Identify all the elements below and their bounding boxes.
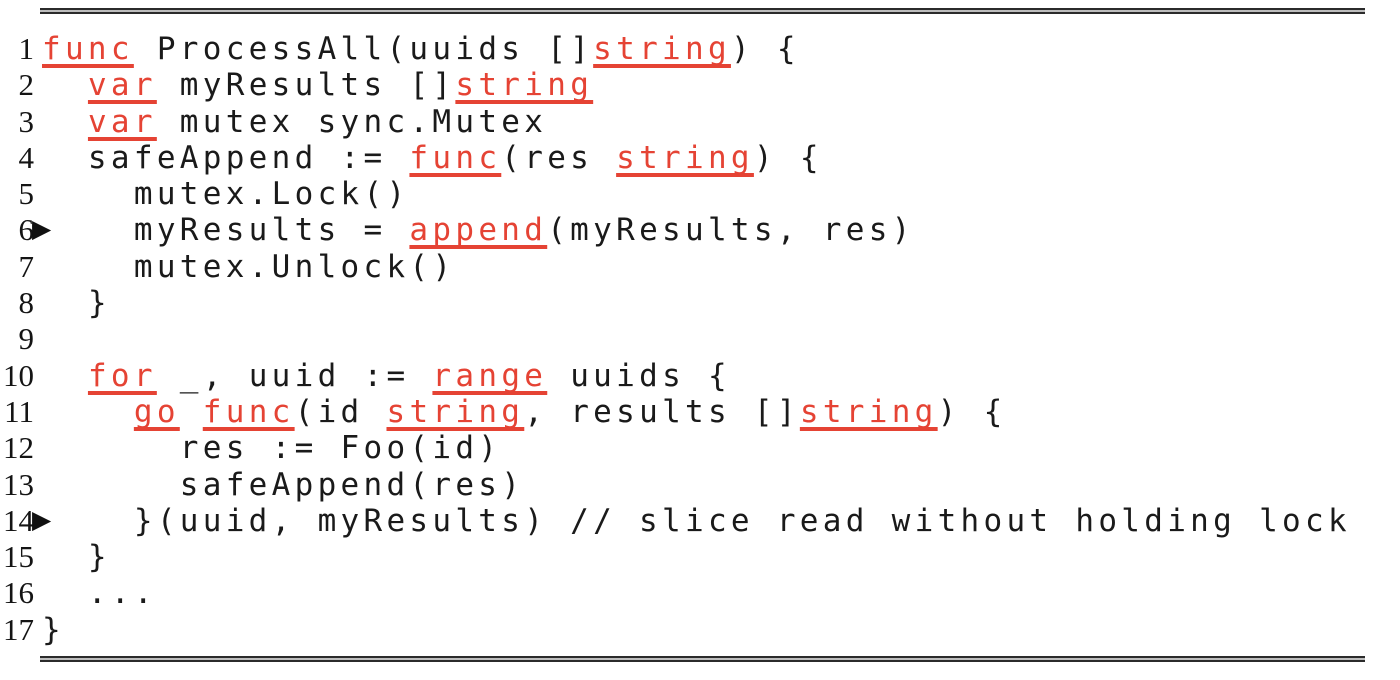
- code-text: res := Foo(id): [0, 430, 1400, 466]
- keyword-token: func: [409, 139, 502, 176]
- line-number: 2: [18, 67, 35, 103]
- code-token: [42, 67, 88, 103]
- code-text: ...: [0, 575, 1400, 611]
- keyword-token: string: [616, 139, 754, 176]
- code-line: 13 safeAppend(res): [0, 467, 1400, 503]
- code-line: 11 go func(id string, results []string) …: [0, 394, 1400, 430]
- keyword-token: var: [87, 67, 157, 104]
- code-token: myResults []: [156, 67, 456, 104]
- code-line: 14▶ }(uuid, myResults) // slice read wit…: [0, 503, 1400, 539]
- line-number: 12: [3, 430, 34, 466]
- code-token: [180, 394, 203, 430]
- code-token: [42, 394, 134, 430]
- code-token: ProcessAll(uuids []: [133, 31, 594, 67]
- line-number: 6: [18, 212, 35, 248]
- keyword-token: string: [455, 67, 594, 104]
- line-number: 11: [4, 393, 34, 429]
- code-token: myResults =: [42, 212, 410, 249]
- code-text: }: [0, 612, 1400, 648]
- line-number: 5: [18, 176, 35, 212]
- code-token: _, uuid :=: [156, 357, 433, 394]
- code-line: 16 ...: [0, 575, 1400, 611]
- code-text: safeAppend := func(res string) {: [0, 140, 1400, 176]
- line-number: 3: [18, 103, 35, 139]
- code-text: mutex.Lock(): [0, 176, 1400, 212]
- code-line: 12 res := Foo(id): [0, 430, 1400, 466]
- code-token: }(uuid, myResults) // slice read without…: [42, 502, 1351, 539]
- keyword-token: func: [202, 393, 295, 430]
- keyword-token: string: [593, 31, 731, 67]
- code-text: }(uuid, myResults) // slice read without…: [0, 503, 1400, 539]
- race-line-marker-icon: ▶: [32, 214, 52, 244]
- code-line: 3 var mutex sync.Mutex: [0, 104, 1400, 140]
- keyword-token: string: [799, 393, 938, 430]
- line-number: 7: [18, 248, 35, 284]
- code-token: [42, 104, 88, 140]
- code-line: 2 var myResults []string: [0, 67, 1400, 103]
- top-rule: [40, 8, 1365, 14]
- code-text: for _, uuid := range uuids {: [0, 358, 1400, 394]
- code-text: func ProcessAll(uuids []string) {: [0, 31, 1400, 67]
- code-token: ) {: [730, 31, 800, 67]
- code-line: 7 mutex.Unlock(): [0, 249, 1400, 285]
- code-token: uuids {: [547, 357, 731, 394]
- code-text: var mutex sync.Mutex: [0, 104, 1400, 140]
- code-text: mutex.Unlock(): [0, 249, 1400, 285]
- code-line: 8 }: [0, 285, 1400, 321]
- code-line: 15 }: [0, 539, 1400, 575]
- code-token: res := Foo(id): [42, 430, 502, 467]
- code-token: mutex.Lock(): [42, 176, 410, 213]
- code-line: 17}: [0, 612, 1400, 648]
- line-number: 16: [3, 575, 34, 611]
- code-token: ...: [42, 575, 157, 612]
- code-line: 9: [0, 321, 1400, 357]
- code-token: (id: [294, 393, 387, 430]
- keyword-token: for: [87, 357, 157, 394]
- line-number: 4: [18, 139, 35, 175]
- line-number: 9: [18, 321, 35, 357]
- code-line: 5 mutex.Lock(): [0, 176, 1400, 212]
- code-token: ) {: [937, 393, 1007, 430]
- code-token: (myResults, res): [547, 212, 915, 249]
- code-token: mutex sync.Mutex: [156, 103, 548, 140]
- keyword-token: func: [42, 31, 134, 67]
- line-number: 17: [3, 611, 34, 647]
- line-number: 14: [3, 502, 34, 538]
- line-number: 8: [18, 285, 35, 321]
- code-token: (res: [501, 139, 617, 176]
- keyword-token: var: [87, 103, 157, 140]
- code-text: safeAppend(res): [0, 467, 1400, 503]
- line-number: 13: [3, 466, 34, 502]
- line-number: 10: [3, 357, 34, 393]
- race-line-marker-icon: ▶: [32, 504, 52, 534]
- code-line: 4 safeAppend := func(res string) {: [0, 140, 1400, 176]
- keyword-token: string: [386, 393, 525, 430]
- keyword-token: append: [409, 212, 548, 249]
- keyword-token: range: [432, 357, 548, 394]
- code-token: safeAppend :=: [42, 139, 410, 176]
- code-token: }: [42, 285, 111, 322]
- code-token: ) {: [753, 139, 823, 176]
- code-token: safeAppend(res): [42, 466, 525, 503]
- code-token: mutex.Unlock(): [42, 248, 456, 285]
- code-token: [42, 358, 88, 394]
- code-token: }: [42, 611, 65, 648]
- keyword-token: go: [133, 393, 180, 430]
- code-line: 6▶ myResults = append(myResults, res): [0, 212, 1400, 248]
- code-text: }: [0, 539, 1400, 575]
- line-number: 15: [3, 539, 34, 575]
- code-text: go func(id string, results []string) {: [0, 394, 1400, 430]
- code-token: }: [42, 539, 111, 576]
- bottom-rule: [40, 656, 1365, 662]
- line-number: 1: [18, 31, 35, 66]
- code-text: myResults = append(myResults, res): [0, 212, 1400, 248]
- code-token: , results []: [524, 393, 800, 430]
- code-text: }: [0, 285, 1400, 321]
- code-line: 10 for _, uuid := range uuids {: [0, 358, 1400, 394]
- code-text: var myResults []string: [0, 67, 1400, 103]
